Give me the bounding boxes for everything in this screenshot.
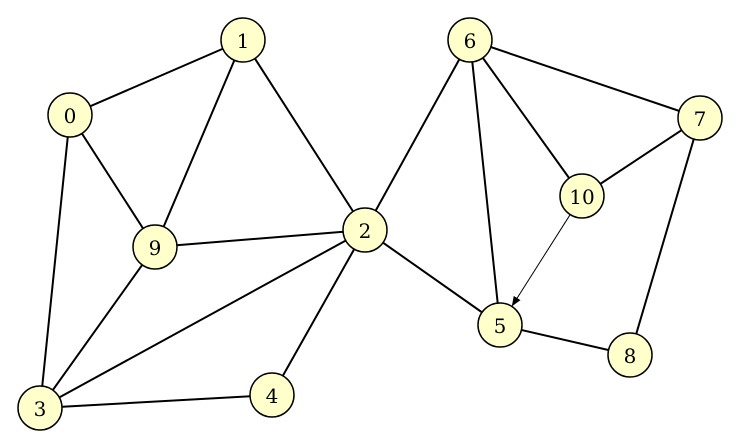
node-4: 4 xyxy=(249,372,295,418)
node-3: 3 xyxy=(17,385,63,431)
edge-7-8 xyxy=(629,117,701,356)
node-label: 6 xyxy=(464,29,477,53)
node-circle xyxy=(447,17,493,63)
node-label: 1 xyxy=(237,29,250,53)
nodes-layer: 0 1 2 3 4 5 6 7 8 9 10 xyxy=(17,17,723,431)
node-circle xyxy=(249,372,295,418)
node-circle xyxy=(559,173,605,219)
node-8: 8 xyxy=(607,332,653,378)
node-0: 0 xyxy=(47,92,93,138)
node-2: 2 xyxy=(342,207,388,253)
node-circle xyxy=(607,332,653,378)
edge-0-9 xyxy=(69,114,156,248)
node-circle xyxy=(477,302,523,348)
node-label: 2 xyxy=(359,219,372,243)
edge-9-3 xyxy=(39,246,156,409)
edge-1-9 xyxy=(154,39,244,248)
edge-10-5 xyxy=(511,214,571,307)
node-label: 0 xyxy=(64,104,77,128)
edge-6-10 xyxy=(469,39,583,197)
edge-0-3 xyxy=(39,114,71,409)
node-9: 9 xyxy=(132,224,178,270)
node-circle xyxy=(17,385,63,431)
node-1: 1 xyxy=(220,17,266,63)
edge-6-7 xyxy=(469,39,701,119)
node-circle xyxy=(132,224,178,270)
edge-7-10 xyxy=(581,117,701,197)
edge-2-3 xyxy=(39,229,366,409)
edge-6-5 xyxy=(469,39,501,326)
edge-2-5 xyxy=(364,229,501,326)
node-circle xyxy=(220,17,266,63)
edges-layer xyxy=(39,39,701,409)
node-10: 10 xyxy=(559,173,605,219)
edge-2-4 xyxy=(271,229,366,396)
edge-0-1 xyxy=(69,39,244,116)
node-label: 10 xyxy=(569,185,594,209)
node-circle xyxy=(47,92,93,138)
node-label: 9 xyxy=(149,236,162,260)
node-label: 4 xyxy=(266,384,279,408)
edge-9-2 xyxy=(154,229,366,248)
node-label: 7 xyxy=(694,107,707,131)
node-circle xyxy=(677,95,723,141)
edge-1-2 xyxy=(242,39,366,231)
node-circle xyxy=(342,207,388,253)
node-5: 5 xyxy=(477,302,523,348)
node-label: 3 xyxy=(34,397,47,421)
node-6: 6 xyxy=(447,17,493,63)
node-label: 8 xyxy=(624,344,637,368)
node-label: 5 xyxy=(494,314,507,338)
edge-2-6 xyxy=(364,39,471,231)
node-7: 7 xyxy=(677,95,723,141)
edge-3-4 xyxy=(39,394,273,409)
